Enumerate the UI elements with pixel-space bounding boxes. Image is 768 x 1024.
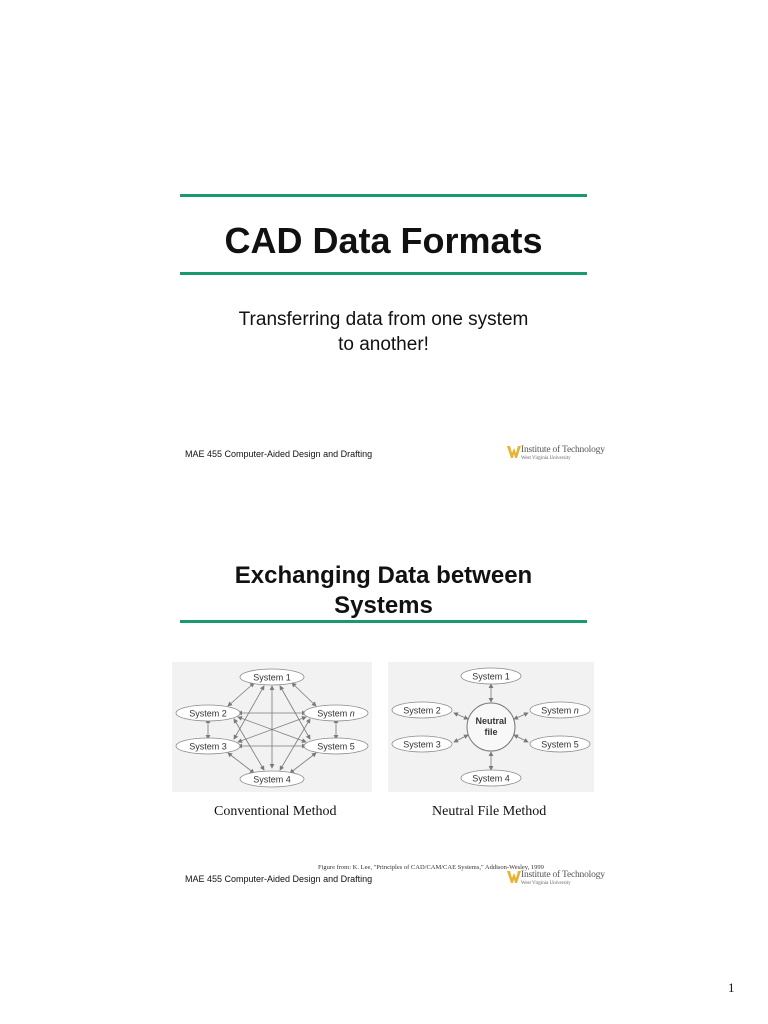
logo-line2: West Virginia University	[521, 881, 571, 886]
svg-text:System 4: System 4	[472, 774, 510, 784]
slide1-subtitle-line2: to another!	[338, 334, 429, 355]
slide1-subtitle-line1: Transferring data from one system	[238, 309, 529, 330]
slide1-footer: MAE 455 Computer-Aided Design and Drafti…	[185, 449, 373, 459]
svg-text:System 3: System 3	[403, 740, 441, 750]
page-number: 1	[728, 980, 735, 995]
institute-logo-2: Institute of Technology West Virginia Un…	[507, 870, 605, 892]
svg-text:System 1: System 1	[253, 673, 291, 683]
conv-node-system-3: System 3	[175, 737, 241, 755]
conventional-caption: Conventional Method	[214, 804, 337, 819]
svg-text:System 2: System 2	[189, 709, 227, 719]
logo-line1: Institute of Technology	[521, 870, 605, 880]
svg-text:System 4: System 4	[253, 775, 291, 785]
wv-logo-icon	[507, 871, 521, 883]
neutral-node-system-3: System 3	[391, 735, 453, 753]
figure-credit: Figure from: K. Lee, "Principles of CAD/…	[318, 864, 544, 871]
svg-text:file: file	[484, 727, 497, 737]
svg-text:Neutral: Neutral	[475, 716, 506, 726]
wv-logo-icon	[507, 446, 521, 458]
svg-text:System n: System n	[317, 709, 355, 719]
conv-node-system-4: System 4	[239, 770, 305, 788]
neutral-node-system-5: System 5	[529, 735, 591, 753]
neutral-caption: Neutral File Method	[432, 804, 547, 819]
slide2-footer: MAE 455 Computer-Aided Design and Drafti…	[185, 874, 373, 884]
svg-text:System 3: System 3	[189, 742, 227, 752]
svg-text:System n: System n	[541, 706, 579, 716]
conv-node-system-n: System n	[303, 704, 369, 722]
conv-node-system-1: System 1	[239, 668, 305, 686]
neutral-node-system-n: System n	[529, 701, 591, 719]
svg-text:System 5: System 5	[317, 742, 355, 752]
svg-text:System 2: System 2	[403, 706, 441, 716]
institute-logo: Institute of Technology West Virginia Un…	[507, 445, 605, 467]
title-rule	[180, 272, 587, 275]
neutral-node-system-1: System 1	[460, 667, 522, 685]
neutral-file-diagram: Neutral file System 1 System 2 System n …	[388, 662, 594, 792]
neutral-node-system-4: System 4	[460, 769, 522, 787]
top-rule	[180, 194, 587, 197]
conv-node-system-5: System 5	[303, 737, 369, 755]
neutral-node-system-2: System 2	[391, 701, 453, 719]
logo-line2: West Virginia University	[521, 456, 571, 461]
svg-text:System 1: System 1	[472, 672, 510, 682]
conv-node-system-2: System 2	[175, 704, 241, 722]
slide2-title-line1: Exchanging Data between	[234, 562, 533, 589]
svg-text:System 5: System 5	[541, 740, 579, 750]
hub-arrows	[453, 683, 529, 771]
slide2-title-line2: Systems	[334, 592, 433, 619]
conventional-diagram: System 1 System 2 System n System 3 Syst…	[172, 662, 372, 792]
neutral-hub: Neutral file	[466, 702, 516, 752]
logo-line1: Institute of Technology	[521, 445, 605, 455]
connection-arrows	[205, 682, 339, 774]
slide2-title-rule	[180, 620, 587, 623]
slide1-title: CAD Data Formats	[224, 220, 543, 261]
